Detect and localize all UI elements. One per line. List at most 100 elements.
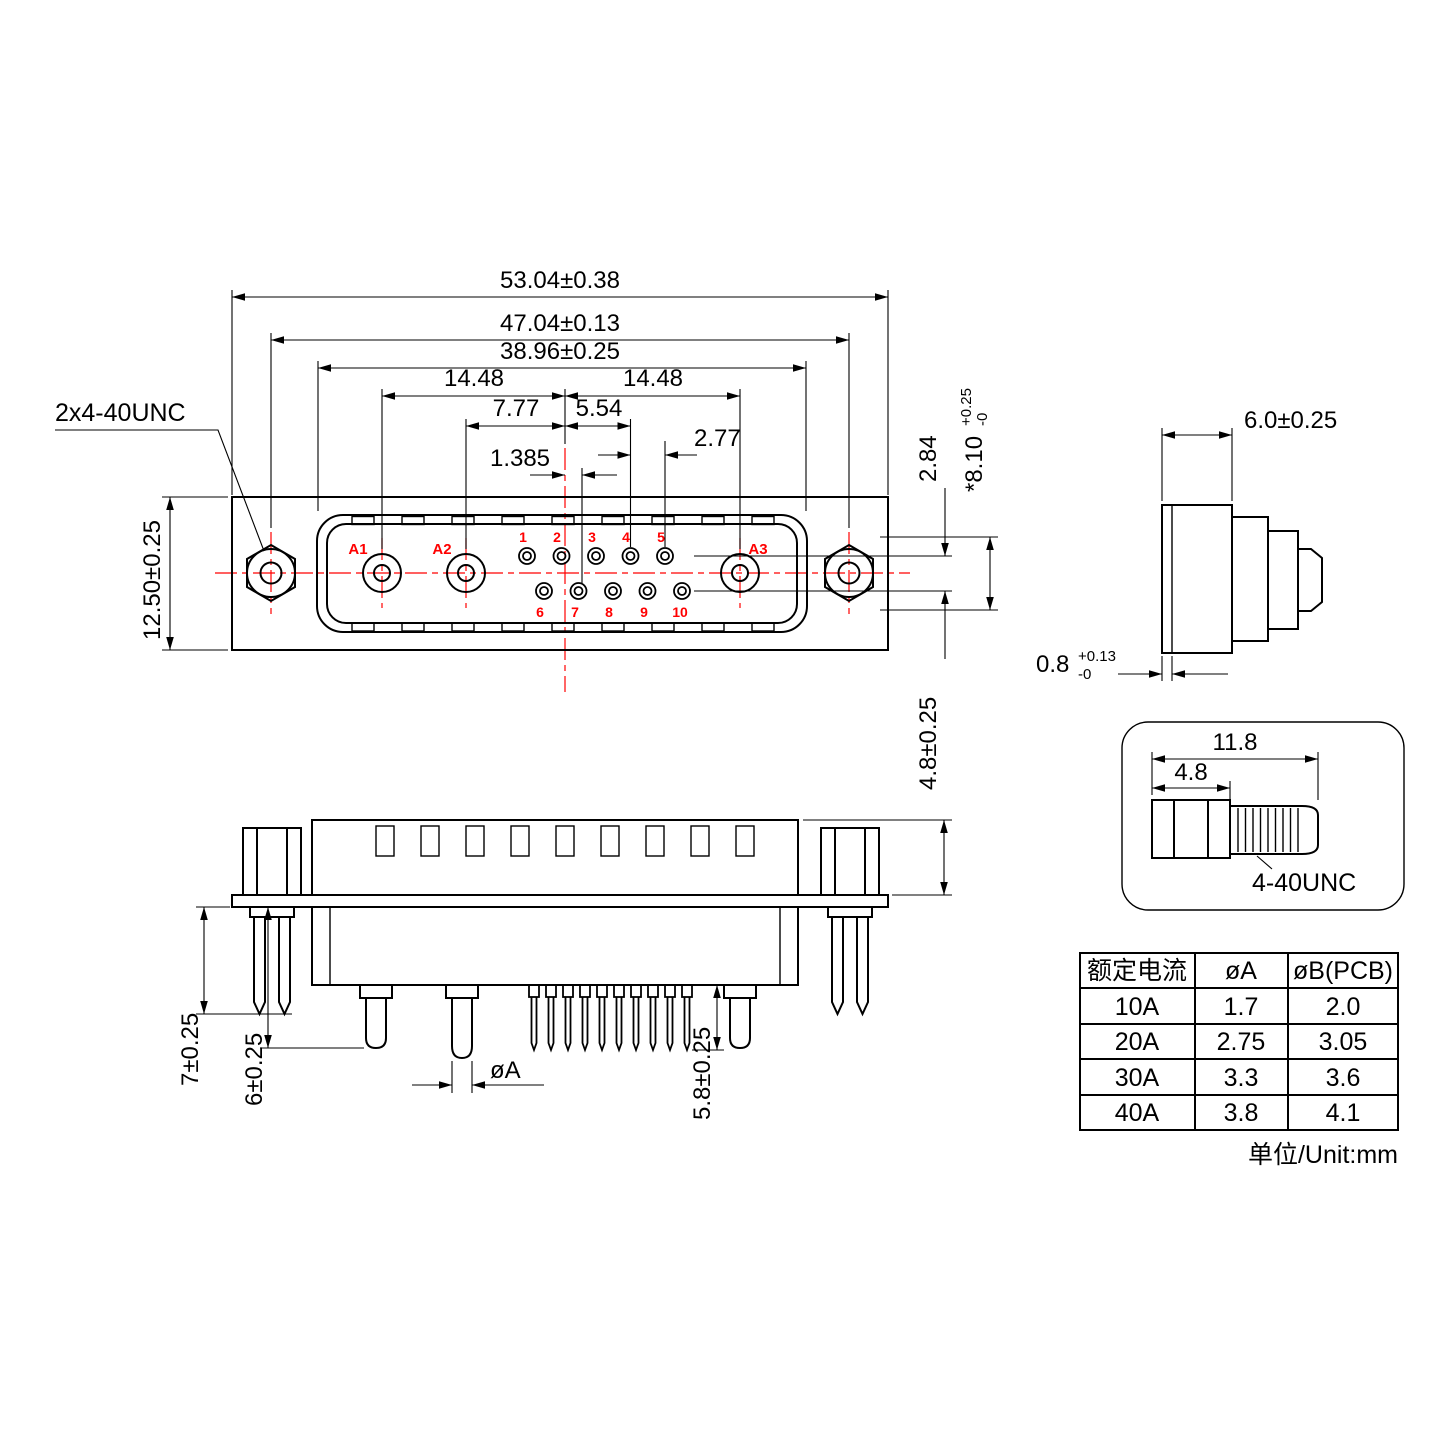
table-cell: 40A xyxy=(1115,1099,1160,1127)
pcb-shell xyxy=(311,819,799,896)
dim-53-04-text: 53.04±0.38 xyxy=(500,267,620,294)
signal-pins-pcb xyxy=(528,984,693,1053)
dim-0-8-tol-dn: -0 xyxy=(1078,666,1091,683)
label-pin5: 5 xyxy=(657,529,665,545)
dim-53-04: 53.04±0.38 xyxy=(231,267,889,495)
coax-contact-a1 xyxy=(362,553,402,593)
coax-contact-a3 xyxy=(720,553,760,593)
spec-table-grid xyxy=(1079,952,1399,1131)
label-pin1: 1 xyxy=(519,529,527,545)
table-cell: 10A xyxy=(1115,993,1160,1021)
screwlock-legs-left xyxy=(249,906,295,1017)
screw-detail: 11.8 4.8 4-40UNC xyxy=(1121,721,1405,911)
label-pin6: 6 xyxy=(536,604,544,620)
flange-outline xyxy=(231,496,889,651)
table-header-current: 额定电流 xyxy=(1087,957,1187,985)
standoff-right xyxy=(820,827,880,896)
dim-6: 6±0.25 xyxy=(241,907,364,1106)
dim-0-8-text: 0.8 xyxy=(1036,651,1069,678)
label-pin4: 4 xyxy=(622,529,630,545)
table-header-phi-b: øB(PCB) xyxy=(1293,957,1393,985)
label-pin7: 7 xyxy=(571,604,579,620)
dim-12-50: 12.50±0.25 xyxy=(139,496,228,651)
dim-phi-a: øA xyxy=(412,1057,544,1093)
label-pin8: 8 xyxy=(605,604,613,620)
table-cell: 3.6 xyxy=(1326,1064,1361,1092)
thread-callout: 2x4-40UNC xyxy=(55,399,265,552)
dim-47-04: 47.04±0.13 xyxy=(270,310,850,528)
table-cell: 20A xyxy=(1115,1028,1160,1056)
power-pin-a2 xyxy=(445,984,479,1060)
table-cell: 3.8 xyxy=(1224,1099,1259,1127)
dim-4-8-body-text: 4.8±0.25 xyxy=(915,697,942,790)
screw-hex-head xyxy=(1151,799,1231,859)
screwlock-legs-right xyxy=(827,906,873,1017)
spec-table: 额定电流 øA øB(PCB) 10A 1.7 2.0 20A 2.75 3.0… xyxy=(1079,952,1399,1169)
table-cell: 4.1 xyxy=(1326,1099,1361,1127)
dim-6-text: 6±0.25 xyxy=(241,1033,268,1106)
dim-4-8-screw: 4.8 xyxy=(1152,759,1231,800)
dim-38-96: 38.96±0.25 xyxy=(317,338,807,511)
dim-2-84-text: 2.84 xyxy=(915,435,942,482)
dim-0-8-tol-up: +0.13 xyxy=(1078,648,1116,665)
dim-38-96-text: 38.96±0.25 xyxy=(500,338,620,365)
pcb-shell-slots xyxy=(375,825,755,857)
dim-7-text: 7±0.25 xyxy=(177,1013,204,1086)
dim-11-8: 11.8 xyxy=(1151,729,1319,800)
dim-12-50-text: 12.50±0.25 xyxy=(139,520,166,640)
table-cell: 2.75 xyxy=(1217,1028,1266,1056)
coax-contact-a2 xyxy=(446,553,486,593)
dim-4-8-screw-text: 4.8 xyxy=(1174,759,1207,786)
label-a1: A1 xyxy=(348,541,367,558)
dim-1-385-text: 1.385 xyxy=(490,445,550,472)
dim-phi-a-text: øA xyxy=(490,1057,521,1084)
table-cell: 30A xyxy=(1115,1064,1160,1092)
dim-7-77: 7.77 xyxy=(465,395,565,549)
dim-11-8-text: 11.8 xyxy=(1213,729,1258,756)
side-body xyxy=(1267,530,1299,630)
detail-border xyxy=(1121,721,1405,911)
dim-7: 7±0.25 xyxy=(177,906,292,1086)
label-pin9: 9 xyxy=(640,604,648,620)
dim-8-10-tol-up: +0.25 xyxy=(958,388,975,426)
signal-pins-row1 xyxy=(518,547,674,565)
dim-2-77-text: 2.77 xyxy=(694,425,741,452)
mounting-nut-left xyxy=(246,543,296,603)
screw-thread-callout: 4-40UNC xyxy=(1252,855,1356,897)
dim-7-77-text: 7.77 xyxy=(493,395,540,422)
screw-thread-callout-text: 4-40UNC xyxy=(1252,869,1356,897)
table-cell: 3.05 xyxy=(1319,1028,1368,1056)
dim-8-10-tol-dn: -0 xyxy=(974,413,991,426)
dim-5-54-text: 5.54 xyxy=(576,395,623,422)
mounting-nut-right xyxy=(824,543,874,603)
dim-0-8: 0.8 +0.13 -0 xyxy=(1036,648,1228,683)
shell-slots xyxy=(351,515,775,632)
dim-8-10: *8.10 +0.25 -0 xyxy=(880,388,998,611)
dim-5-8-text: 5.8±0.25 xyxy=(689,1027,716,1120)
dim-6-0: 6.0±0.25 xyxy=(1161,407,1337,501)
unit-note: 单位/Unit:mm xyxy=(1248,1141,1398,1169)
table-cell: 3.3 xyxy=(1224,1064,1259,1092)
dim-14-48: 14.48 14.48 xyxy=(381,365,741,549)
label-a2: A2 xyxy=(432,541,451,558)
dim-5-8: 5.8±0.25 xyxy=(689,985,724,1120)
dim-47-04-text: 47.04±0.13 xyxy=(500,310,620,337)
signal-pins-row2 xyxy=(535,582,691,600)
power-pin-a1 xyxy=(359,984,393,1050)
dim-6-0-text: 6.0±0.25 xyxy=(1244,407,1337,434)
label-pin2: 2 xyxy=(553,529,561,545)
power-pin-a3 xyxy=(723,984,757,1050)
table-cell: 2.0 xyxy=(1326,993,1361,1021)
dim-14-48-left-text: 14.48 xyxy=(444,365,504,392)
dim-8-10-text: *8.10 xyxy=(961,436,988,492)
label-pin10: 10 xyxy=(672,604,688,620)
dim-14-48-right-text: 14.48 xyxy=(623,365,683,392)
thread-callout-text: 2x4-40UNC xyxy=(55,399,186,427)
dim-2-84: 2.84 xyxy=(694,435,952,659)
dim-5-54: 5.54 xyxy=(565,395,632,547)
side-tail xyxy=(1297,548,1323,612)
label-pin3: 3 xyxy=(588,529,596,545)
table-cell: 1.7 xyxy=(1224,993,1259,1021)
